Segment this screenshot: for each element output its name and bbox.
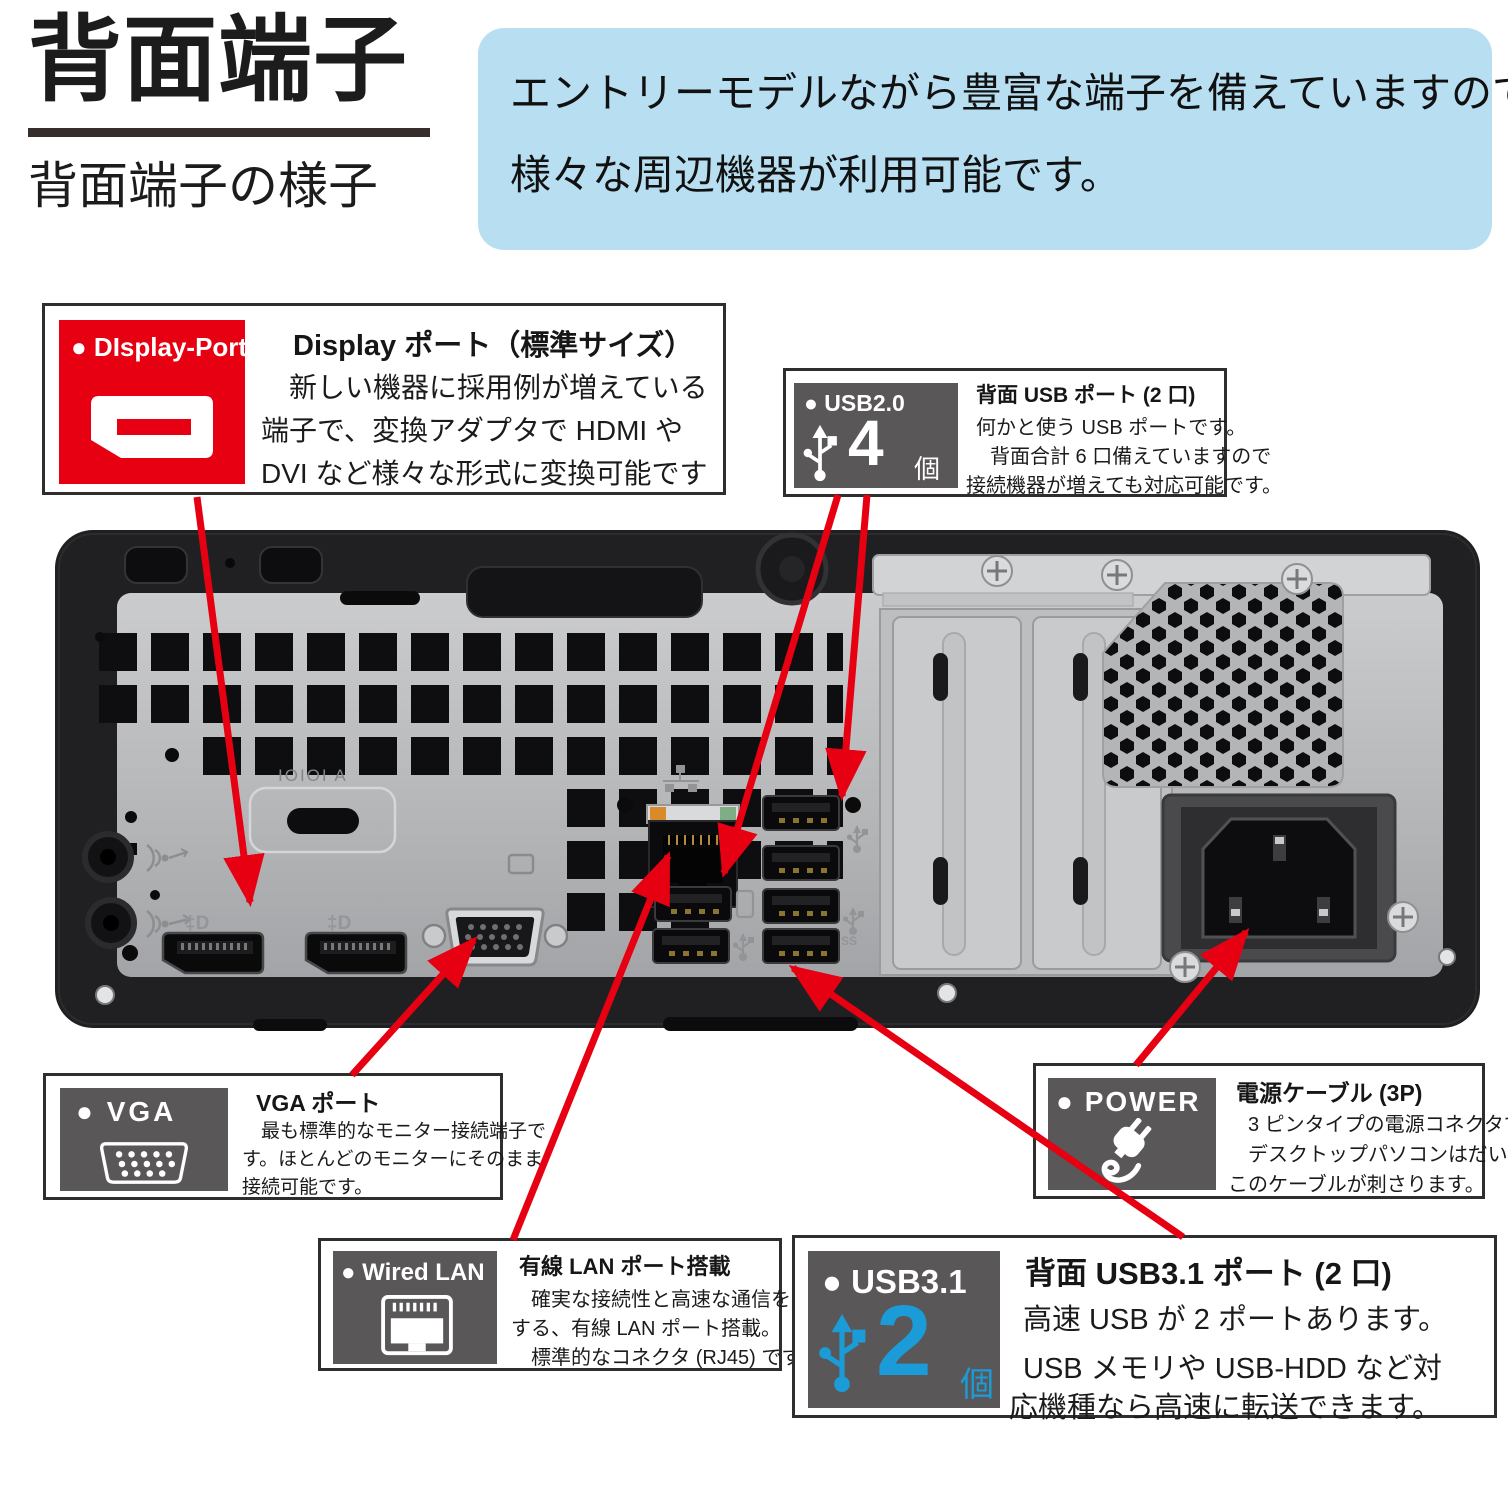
usb31-badge-label: ● USB3.1 [822, 1263, 967, 1300]
power-title: 電源ケーブル (3P) [1236, 1080, 1423, 1106]
usb31-body-line: 高速 USB が 2 ポートあります。 [1023, 1304, 1448, 1336]
displayport-logo: ‡D [327, 913, 351, 934]
usb2-port-1 [762, 795, 840, 831]
display-port-body-line: 端子で、変換アダプタで HDMI や [261, 415, 683, 446]
svg-text:IOIOI A: IOIOI A [278, 766, 348, 785]
chassis-foot [253, 1019, 327, 1031]
audio-out-icon [146, 909, 192, 939]
security-lock-slot [340, 591, 420, 605]
vga-badge: ● VGA [60, 1088, 228, 1191]
usb31-port-2 [762, 928, 840, 964]
vga-title: VGA ポート [256, 1090, 381, 1116]
display-port-body-line: DVI など様々な形式に変換可能です [261, 458, 708, 489]
callout-display-port: ● DIsplay-Port Display ポート（標準サイズ） 新しい機器に… [42, 303, 726, 495]
svg-text:SS: SS [841, 934, 857, 948]
callout-usb20: ● USB2.0 4 個 背面 USB ポート (2 口) 何かと使う USB … [783, 368, 1282, 497]
callout-usb31: ● USB3.1 2 個 背面 USB3.1 ポート (2 口) 高速 USB … [792, 1235, 1497, 1424]
vga-badge-label: ● VGA [76, 1096, 177, 1127]
vga-body-line: 最も標準的なモニター接続端子で [242, 1121, 547, 1142]
page-title: 背面端子 [28, 7, 409, 112]
power-badge: ● POWER [1048, 1078, 1216, 1190]
vga-body-line: す。ほとんどのモニターにそのまま [242, 1149, 544, 1170]
chassis-foot [663, 1017, 858, 1031]
intro-box: エントリーモデルながら豊富な端子を備えていますので、 様々な周辺機器が利用可能で… [478, 28, 1508, 250]
vga-body-line: 接続可能です。 [242, 1177, 374, 1198]
ss-usb-icon: SS [841, 905, 866, 948]
title-underline [28, 128, 430, 137]
psu-vent [1102, 582, 1344, 788]
displayport-logo: ‡D [185, 913, 209, 934]
usb31-body-line: 応機種なら高速に転送できます。 [1009, 1392, 1442, 1424]
usb20-title: 背面 USB ポート (2 口) [976, 384, 1196, 407]
wired-lan-badge-label: ● Wired LAN [341, 1259, 485, 1286]
usb20-count: 4 [848, 407, 884, 479]
usb31-title: 背面 USB3.1 ポート (2 口) [1025, 1256, 1392, 1291]
usb20-body-line: 背面合計 6 口備えていますので [970, 446, 1272, 468]
usb31-count: 2 [876, 1285, 932, 1397]
callout-wired-lan: ● Wired LAN 有線 LAN ポート搭載 確実な接続性と高速な通信を約束… [318, 1238, 831, 1371]
power-body-line: このケーブルが刺さります。 [1228, 1174, 1485, 1196]
intro-line-2: 様々な周辺機器が利用可能です。 [510, 152, 1121, 198]
usb20-badge: ● USB2.0 4 個 [794, 383, 958, 488]
audio-in-icon [146, 843, 189, 873]
rj45-icon [381, 1295, 453, 1356]
intro-line-1: エントリーモデルながら豊富な端子を備えていますので、 [510, 70, 1508, 116]
display-port-badge: ● DIsplay-Port [59, 320, 248, 484]
lan-led-link [720, 807, 736, 821]
usb31-badge: ● USB3.1 2 個 [808, 1251, 1000, 1408]
vga-connector-icon [100, 1142, 188, 1184]
intro-text: エントリーモデルながら豊富な端子を備えていますので、 様々な周辺機器が利用可能で… [510, 52, 1508, 216]
usb20-body-line: 接続機器が増えても対応可能です。 [966, 475, 1282, 497]
wired-lan-title: 有線 LAN ポート搭載 [519, 1254, 731, 1279]
callout-power: ● POWER 電源ケーブル (3P) 3 ピンタイプの電源コネクタです デスク… [1033, 1063, 1508, 1199]
usb-trident-icon [819, 1314, 866, 1392]
audio-jack-line-in [82, 831, 134, 883]
displayport-connector-icon [91, 396, 213, 458]
lan-icon [663, 765, 699, 792]
display-port-body-line: 新しい機器に採用例が増えている [261, 372, 708, 403]
slot-retention-rail [872, 554, 1431, 596]
usb20-body-line: 何かと使う USB ポートです。 [976, 417, 1247, 439]
lan-led-activity [650, 807, 666, 821]
callout-vga: ● VGA VGA ポート 最も標準的なモニター接続端子で す。ほとんどのモニタ… [43, 1073, 546, 1200]
display-port-title: Display ポート（標準サイズ） [293, 330, 694, 362]
latch-handle [466, 566, 703, 618]
power-body-line: 3 ピンタイプの電源コネクタです [1247, 1114, 1508, 1136]
usb-trident-icon [803, 424, 837, 482]
wired-lan-badge: ● Wired LAN [333, 1251, 497, 1364]
power-body-line: デスクトップパソコンはだいたい [1247, 1144, 1508, 1166]
wired-lan-body-line: 標準的なコネクタ (RJ45) です。 [511, 1347, 820, 1369]
display-port-badge-label: ● DIsplay-Port [71, 332, 248, 362]
usb2-port-2 [762, 845, 840, 881]
usb20-badge-label: ● USB2.0 [804, 390, 905, 416]
displayport-1 [161, 931, 265, 975]
pc-back-panel-photo: IOIOI A ‡D ‡D [55, 530, 1480, 1031]
page-subtitle: 背面端子の様子 [28, 158, 378, 214]
power-badge-label: ● POWER [1056, 1086, 1201, 1117]
audio-jack-line-out [85, 897, 137, 949]
usb2-port-3 [654, 886, 732, 922]
usb31-port-1 [762, 888, 840, 924]
usb31-body-line: USB メモリや USB-HDD など対 [1023, 1353, 1442, 1385]
power-plug-icon [1101, 1118, 1152, 1183]
usb20-count-unit: 個 [914, 454, 941, 484]
wired-lan-body-line: する、有線 LAN ポート搭載。 [511, 1318, 782, 1340]
power-inlet [1161, 793, 1397, 963]
tablet-charge-icon [735, 889, 755, 919]
displayport-2 [304, 931, 408, 975]
wired-lan-body-line: 確実な接続性と高速な通信を約束 [511, 1289, 831, 1311]
usb2-port-4 [652, 928, 730, 964]
usb31-count-unit: 個 [960, 1366, 994, 1404]
